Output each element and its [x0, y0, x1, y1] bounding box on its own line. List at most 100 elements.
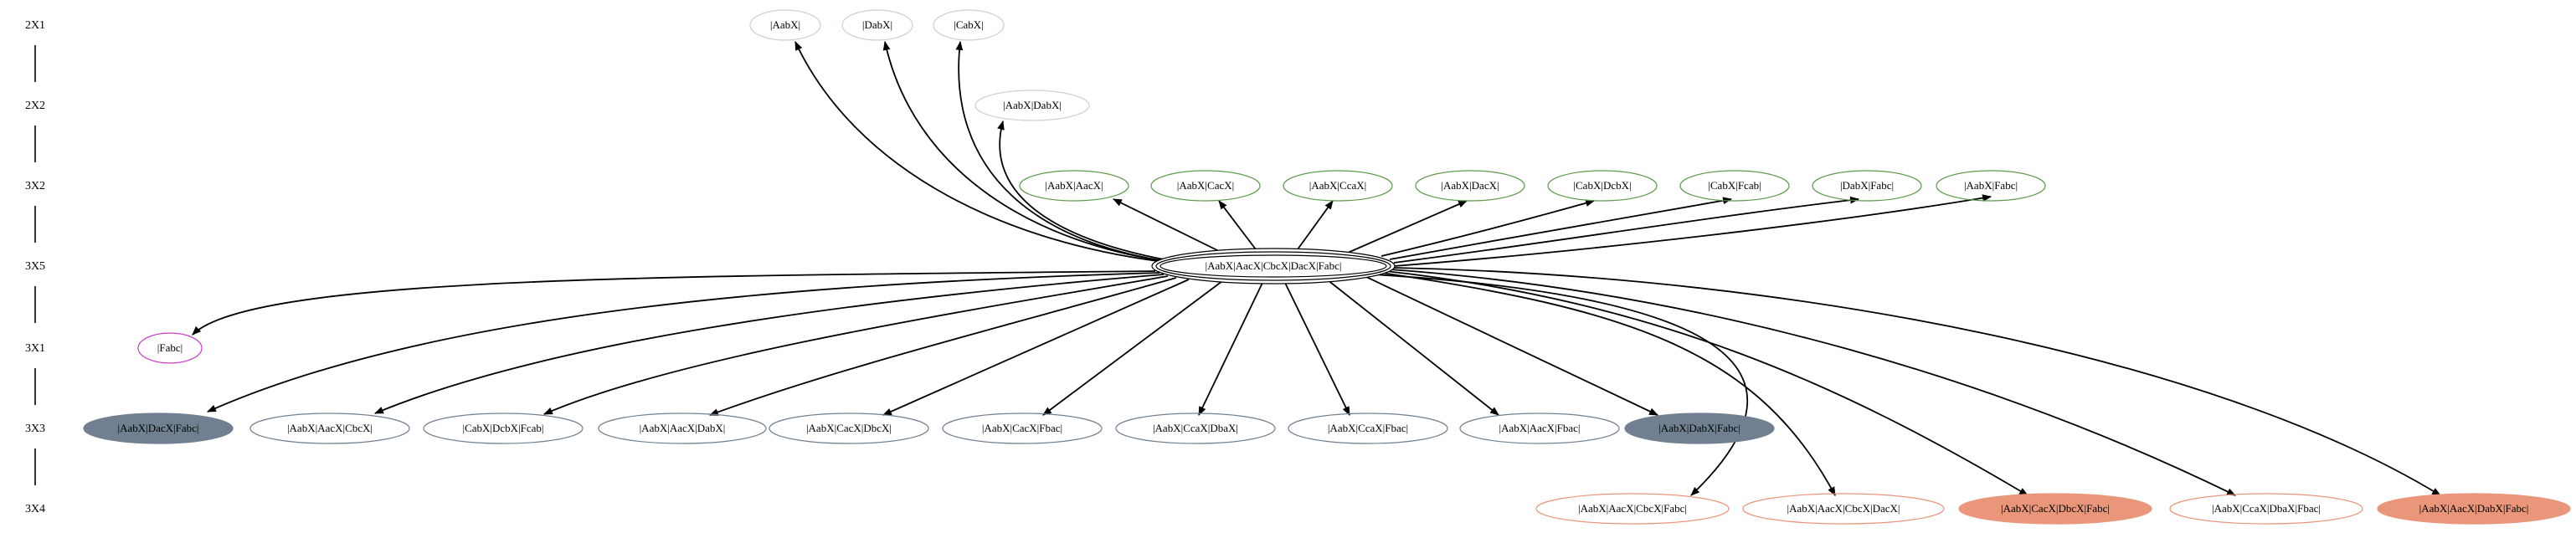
node-shape: [1812, 170, 1922, 202]
node[interactable]: |AabX|AacX|Fbac|: [1459, 413, 1620, 444]
node-label: |AabX|AacX|CbcX|: [287, 422, 373, 434]
node-shape: [1936, 170, 2046, 202]
rank-label-2x1: 2X1: [25, 19, 45, 32]
node-label: |AabX|DacX|: [1441, 179, 1499, 192]
node-shape: [1547, 170, 1658, 202]
node[interactable]: |AabX|CcaX|Fbac|: [1288, 413, 1448, 444]
node-label: |AabX|: [770, 18, 800, 31]
node-shape: [2169, 493, 2363, 525]
rank-legend: 2X1 2X2 3X2 3X5 3X1 3X3 3X4: [25, 19, 45, 515]
node[interactable]: |AabX|CcaX|DbaX|: [1115, 413, 1276, 444]
node-label: |AabX|AacX|DabX|: [640, 422, 726, 434]
node[interactable]: |AabX|DabX|: [974, 90, 1090, 121]
node-shape: [769, 413, 929, 444]
node-label: |AabX|CcaX|DbaX|Fbac|: [2212, 502, 2321, 515]
node-label: |AabX|AacX|CbcX|Fabc|: [1578, 502, 1687, 515]
node-shape: [2377, 493, 2571, 525]
node-label: |AabX|CacX|DbcX|Fabc|: [2001, 502, 2110, 515]
node-label: |AabX|CacX|Fbac|: [982, 422, 1062, 434]
edge: [1284, 282, 1350, 416]
node[interactable]: |AabX|Fabc|: [1936, 170, 2046, 202]
node-label: |AabX|CcaX|DbaX|: [1153, 422, 1238, 434]
edge: [882, 40, 1206, 267]
edge: [997, 120, 1206, 267]
node[interactable]: |Fabc|: [137, 332, 203, 364]
node[interactable]: |AabX|: [749, 9, 821, 41]
edge: [1385, 270, 2028, 496]
node-shape: [1150, 170, 1261, 202]
node-label: |AabX|DacX|Fabc|: [117, 422, 198, 434]
node-label: |AabX|CacX|DbcX|: [806, 422, 892, 434]
node[interactable]: |AabX|CacX|: [1150, 170, 1261, 202]
node-label: |DabX|: [862, 18, 892, 31]
edge-layer: [192, 40, 2441, 496]
edge: [1372, 274, 1748, 496]
node[interactable]: |AabX|AacX|DabX|: [598, 413, 767, 444]
node-label: |CabX|DcbX|: [1573, 179, 1631, 192]
rank-label-3x1: 3X1: [25, 342, 45, 355]
edge: [1218, 200, 1257, 250]
node[interactable]: |AabX|CacX|DbcX|: [769, 413, 929, 444]
node[interactable]: |AabX|AacX|CbcX|DacX|: [1742, 493, 1945, 525]
rank-label-3x2: 3X2: [25, 180, 45, 192]
node[interactable]: |AabX|AacX|DabX|Fabc|: [2377, 493, 2571, 525]
node[interactable]: |CabX|Fcab|: [1679, 170, 1790, 202]
edge: [1393, 267, 2441, 496]
node[interactable]: |AabX|CacX|DbcX|Fabc|: [1958, 493, 2152, 525]
node-label: |AabX|AacX|Fbac|: [1499, 422, 1580, 434]
node[interactable]: |AabX|CacX|Fbac|: [942, 413, 1103, 444]
node-shape: [137, 332, 203, 364]
edge: [882, 279, 1190, 416]
edge: [192, 270, 1156, 336]
node-label: |AabX|CacX|: [1177, 179, 1234, 192]
rank-label-3x3: 3X3: [25, 423, 45, 435]
node[interactable]: |AabX|AacX|CbcX|Fabc|: [1535, 493, 1730, 525]
node-shape: [423, 413, 584, 444]
node-shape: [933, 9, 1005, 41]
node-label: |CabX|DcbX|Fcab|: [462, 422, 543, 434]
node-shape-middle: [1155, 251, 1391, 281]
edge: [708, 277, 1177, 416]
node-label: |CabX|Fcab|: [1708, 179, 1761, 192]
node-shape: [942, 413, 1103, 444]
node[interactable]: |AabX|AacX|: [1019, 170, 1129, 202]
node[interactable]: |AabX|DacX|Fabc|: [83, 413, 234, 444]
node[interactable]: |AabX|CcaX|DbaX|Fbac|: [2169, 493, 2363, 525]
node[interactable]: |CabX|: [933, 9, 1005, 41]
node-label: |AabX|AacX|: [1045, 179, 1103, 192]
edge: [955, 40, 1206, 267]
node[interactable]: |AabX|AacX|CbcX|: [249, 413, 410, 444]
edge: [206, 272, 1160, 413]
node-shape: [1415, 170, 1525, 202]
edge: [1113, 198, 1223, 254]
node-shape: [1115, 413, 1276, 444]
node[interactable]: |CabX|DcbX|: [1547, 170, 1658, 202]
node[interactable]: |DabX|: [841, 9, 913, 41]
edge: [542, 275, 1169, 415]
node-shape: [974, 90, 1090, 121]
node-label: |AabX|DabX|Fabc|: [1658, 422, 1740, 434]
node-shape: [1459, 413, 1620, 444]
node[interactable]: |AabX|DabX|Fabc|: [1624, 413, 1775, 444]
node-shape-inner: [1159, 254, 1387, 278]
node[interactable]: |AabX|CcaX|: [1283, 170, 1393, 202]
node[interactable]: |DabX|Fabc|: [1812, 170, 1922, 202]
edge: [1381, 199, 1596, 257]
node-label: |AabX|CcaX|: [1309, 179, 1366, 192]
center-node[interactable]: |AabX|AacX|CbcX|DacX|Fabc|: [1151, 248, 1396, 284]
node-shape: [1288, 413, 1448, 444]
edge: [1297, 200, 1334, 250]
node-shape: [1283, 170, 1393, 202]
node-shape: [1958, 493, 2152, 525]
node-label: |AabX|CcaX|Fbac|: [1328, 422, 1408, 434]
edge: [1198, 282, 1263, 416]
node[interactable]: |CabX|DcbX|Fcab|: [423, 413, 584, 444]
node[interactable]: |AabX|DacX|: [1415, 170, 1525, 202]
edge: [373, 274, 1165, 414]
edge: [794, 41, 1206, 267]
node-label: |Fabc|: [157, 341, 183, 354]
edge: [1389, 197, 1733, 260]
node-label: |AabX|AacX|CbcX|DacX|: [1787, 502, 1900, 515]
node-shape: [1535, 493, 1730, 525]
